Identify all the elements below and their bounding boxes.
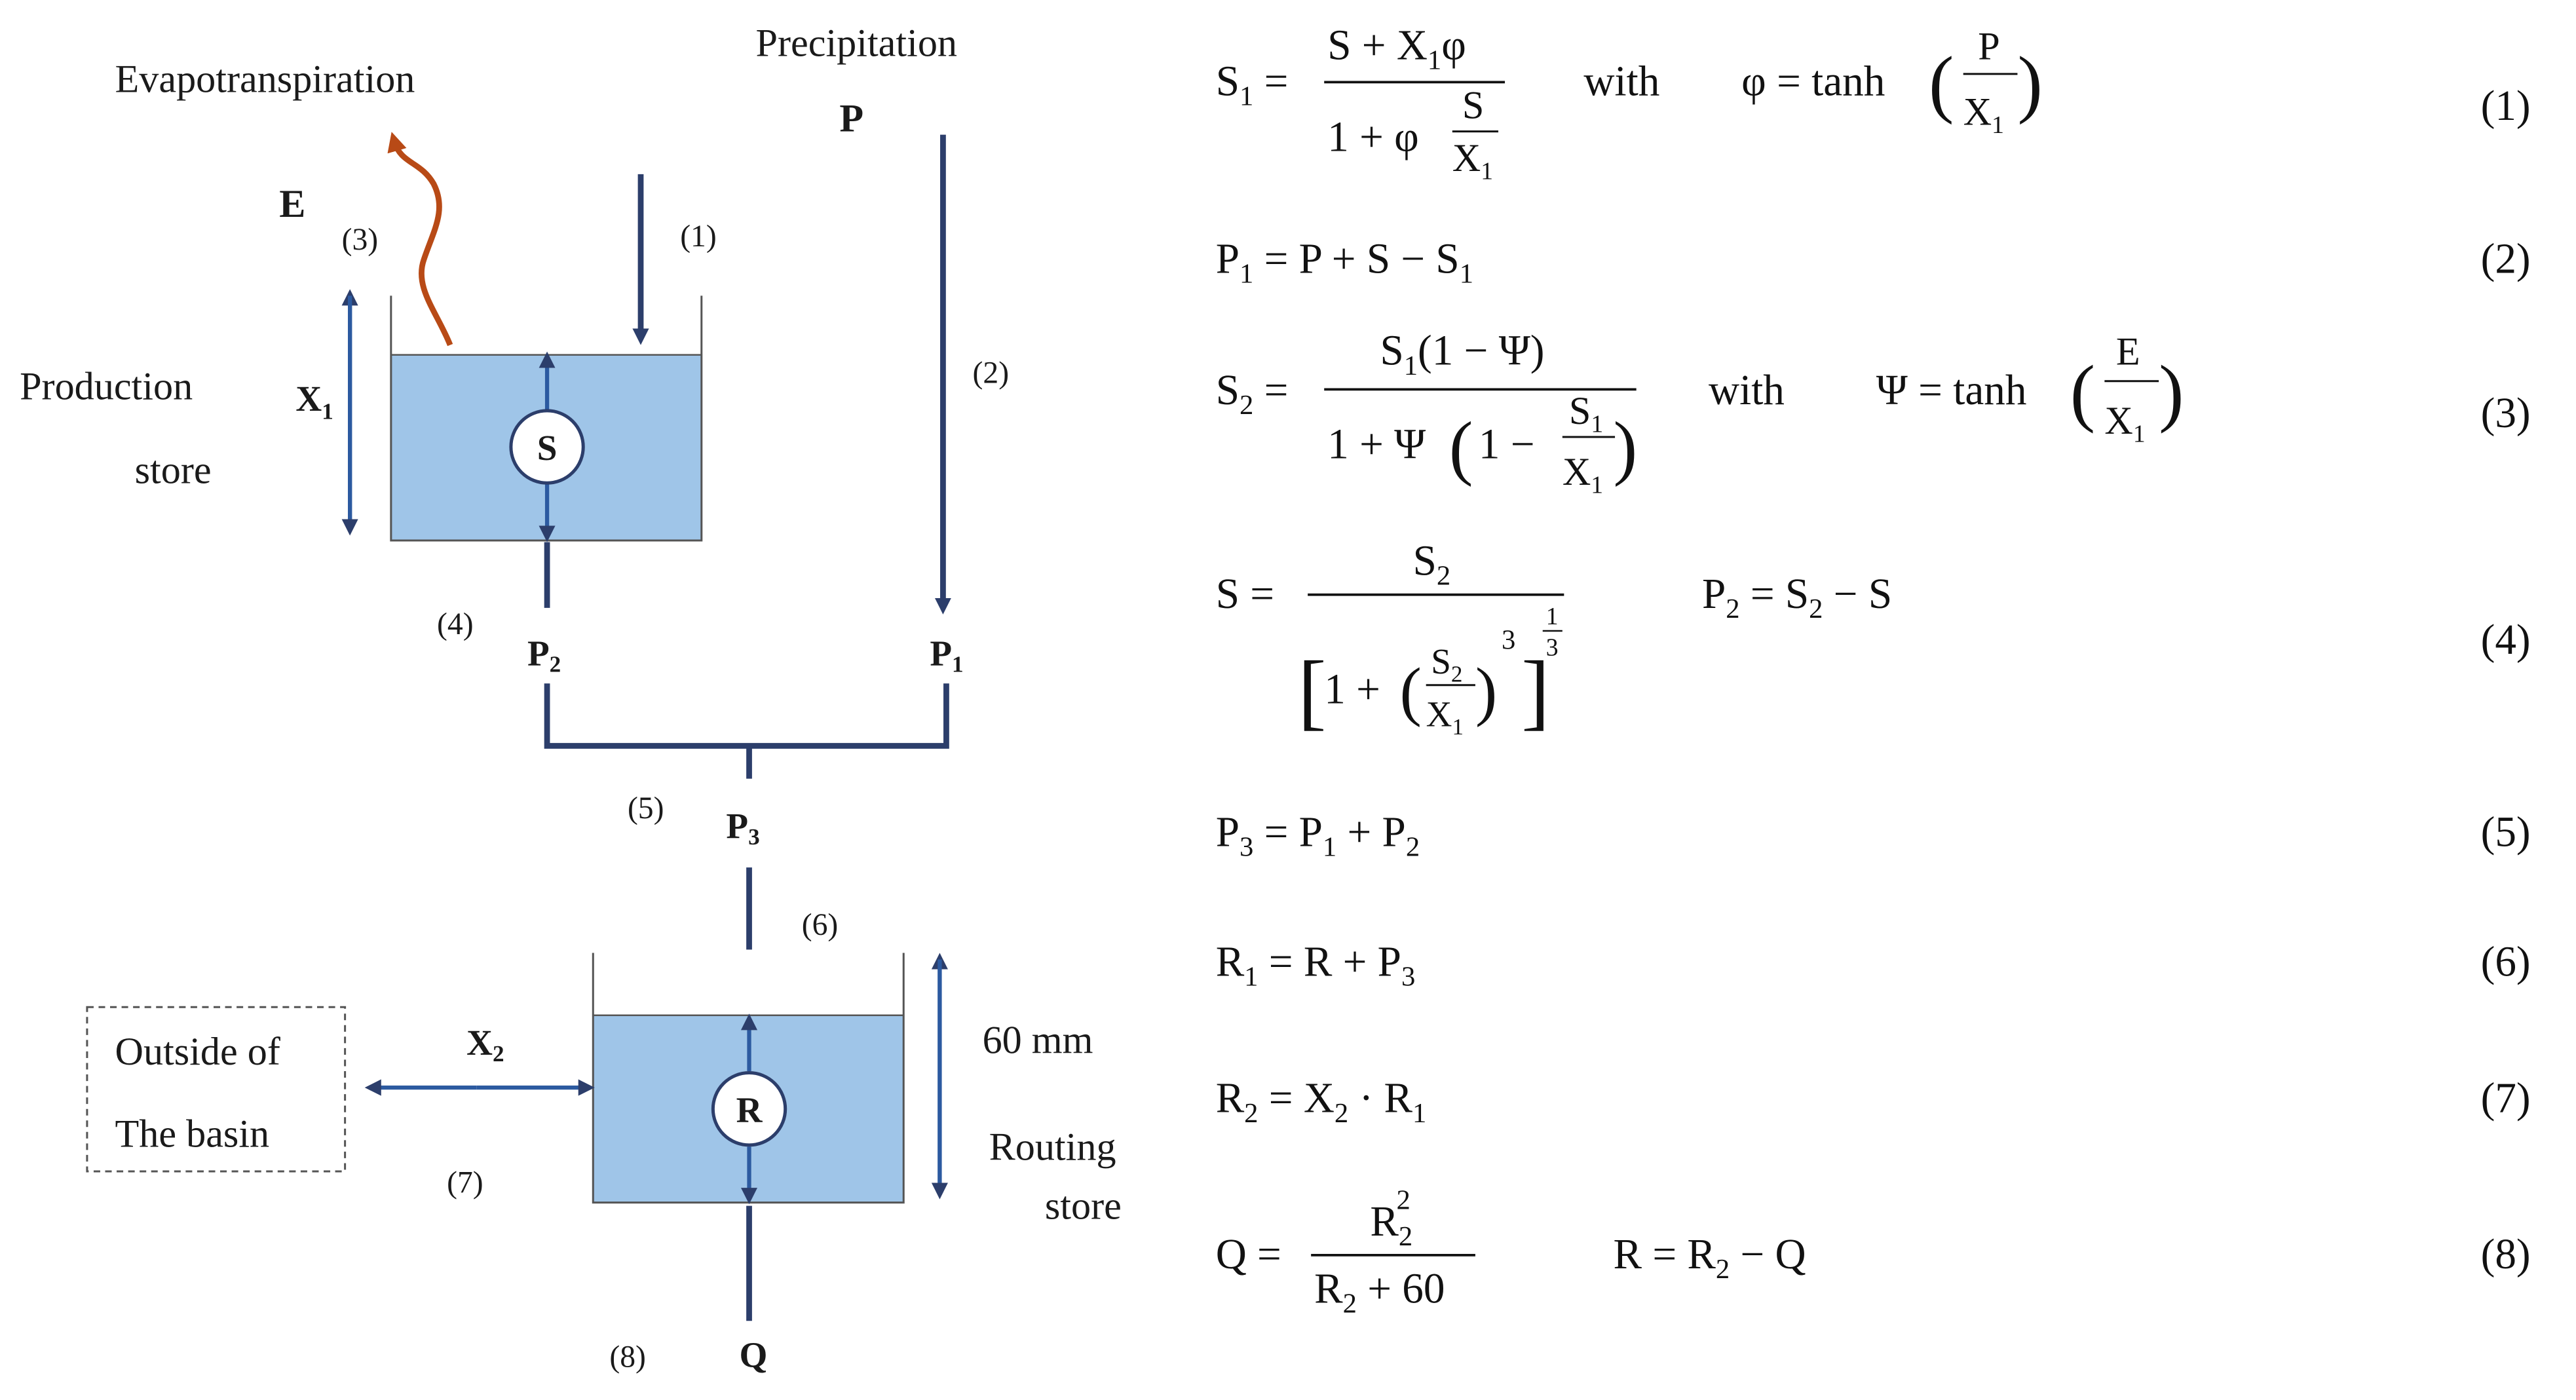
e-symbol: E: [279, 182, 305, 226]
x2-label: X2: [466, 1023, 504, 1067]
equation-number-6: (6): [2481, 939, 2531, 986]
step-label-8: (8): [609, 1340, 646, 1374]
svg-text:(: (: [1929, 41, 1954, 125]
equation-number-3: (3): [2481, 390, 2531, 437]
equation-2: P1 = P + S − S1 (2): [1216, 235, 2531, 289]
s-node-label: S: [537, 428, 558, 468]
svg-text:φ = tanh: φ = tanh: [1741, 58, 1885, 105]
evapotranspiration-arrow: [387, 132, 453, 347]
p1-label: P1: [930, 634, 963, 677]
svg-text:S + X1φ: S + X1φ: [1327, 22, 1466, 75]
routing-store-label-2: store: [1045, 1184, 1122, 1228]
svg-text:S1: S1: [1569, 389, 1603, 438]
production-store-label-1: Production: [20, 364, 193, 408]
svg-text:P: P: [1978, 24, 1999, 68]
svg-text:S2 =: S2 =: [1216, 367, 1289, 421]
equation-1: S1 = S + X1φ 1 + φ S X1 with φ = tanh ( …: [1216, 22, 2531, 185]
step-label-7: (7): [447, 1166, 483, 1200]
svg-text:(: (: [1400, 654, 1422, 727]
with-label-2: with: [1709, 367, 1785, 414]
svg-text:Q =: Q =: [1216, 1231, 1281, 1278]
equation-8: Q = R2 2 R2 + 60 R = R2 − Q (8): [1216, 1185, 2531, 1319]
step-label-1: (1): [680, 219, 717, 254]
svg-text:X1: X1: [1452, 136, 1493, 185]
svg-text:S1(1 − Ψ): S1(1 − Ψ): [1380, 328, 1544, 381]
svg-text:R2 = X2 · R1: R2 = X2 · R1: [1216, 1075, 1427, 1129]
p3-label: P3: [726, 806, 759, 850]
equation-number-1: (1): [2481, 83, 2531, 130]
equation-number-7: (7): [2481, 1075, 2531, 1122]
step-label-6: (6): [802, 908, 839, 942]
production-store-label-2: store: [135, 448, 212, 492]
junction-lines: [544, 683, 949, 749]
p-symbol: P: [839, 97, 863, 141]
svg-text:X1: X1: [1563, 450, 1603, 499]
svg-text:X1: X1: [2104, 399, 2145, 448]
svg-text:): ): [2159, 350, 2184, 434]
precipitation-label: Precipitation: [756, 21, 957, 65]
step-label-2: (2): [973, 356, 1010, 390]
svg-text:2: 2: [1397, 1185, 1411, 1216]
svg-text:P3 = P1 + P2: P3 = P1 + P2: [1216, 808, 1420, 862]
r-node: [711, 1071, 787, 1147]
svg-text:(: (: [1449, 407, 1473, 487]
step-label-4: (4): [437, 607, 474, 641]
svg-text:]: ]: [1521, 644, 1549, 738]
equation-4: S = S2 [ 1 + ( S2 X1 ) 3 ] 1 3 P2 = S2 −…: [1216, 538, 2531, 740]
equation-number-2: (2): [2481, 235, 2531, 282]
model-diagram: Evapotranspiration Precipitation E P X1 …: [20, 21, 1122, 1374]
svg-text:1 + φ: 1 + φ: [1327, 114, 1419, 161]
svg-text:1: 1: [1546, 603, 1559, 630]
r-node-label: R: [736, 1090, 763, 1130]
p2-label: P2: [527, 634, 561, 677]
q-label: Q: [739, 1334, 767, 1374]
with-label-1: with: [1583, 58, 1659, 105]
svg-text:): ): [2017, 41, 2042, 125]
svg-text:1 +: 1 +: [1324, 666, 1380, 713]
routing-store-label-1: Routing: [989, 1125, 1116, 1169]
outside-basin-box: [86, 1006, 347, 1173]
equation-7: R2 = X2 · R1 (7): [1216, 1075, 2531, 1129]
routing-capacity-label: 60 mm: [983, 1018, 1093, 1062]
svg-text:P1 = P + S − S1: P1 = P + S − S1: [1216, 235, 1473, 289]
svg-text:R = R2 − Q: R = R2 − Q: [1614, 1231, 1806, 1285]
svg-text:S =: S =: [1216, 571, 1274, 618]
equation-number-4: (4): [2481, 616, 2531, 664]
svg-text:R2 + 60: R2 + 60: [1314, 1266, 1445, 1319]
equation-number-5: (5): [2481, 808, 2531, 856]
step-label-3: (3): [342, 223, 379, 257]
equation-number-8: (8): [2481, 1231, 2531, 1278]
svg-text:Ψ = tanh: Ψ = tanh: [1876, 367, 2027, 414]
svg-text:X1: X1: [1963, 90, 2004, 140]
svg-text:1 −: 1 −: [1479, 421, 1535, 468]
svg-text:3: 3: [1502, 625, 1515, 656]
svg-text:X1: X1: [1426, 694, 1464, 740]
svg-text:S1 =: S1 =: [1216, 58, 1289, 111]
svg-text:3: 3: [1546, 634, 1559, 662]
equations: S1 = S + X1φ 1 + φ S X1 with φ = tanh ( …: [1216, 22, 2531, 1319]
svg-text:S: S: [1462, 84, 1484, 128]
svg-text:E: E: [2116, 330, 2140, 374]
evapotranspiration-label: Evapotranspiration: [115, 57, 415, 101]
svg-text:P2 = S2 − S: P2 = S2 − S: [1702, 571, 1892, 624]
x1-label: X1: [295, 379, 333, 425]
s-node: [509, 409, 585, 485]
svg-text:R1 = R + P3: R1 = R + P3: [1216, 939, 1416, 993]
svg-text:): ): [1475, 654, 1497, 727]
svg-text:S2: S2: [1431, 641, 1462, 687]
svg-text:1 + Ψ: 1 + Ψ: [1327, 421, 1426, 468]
outside-basin-label-1: Outside of: [115, 1030, 281, 1074]
step-label-5: (5): [628, 791, 664, 825]
svg-text:(: (: [2070, 350, 2095, 434]
equation-5: P3 = P1 + P2 (5): [1216, 808, 2531, 862]
svg-text:[: [: [1298, 644, 1326, 738]
outside-basin-label-2: The basin: [115, 1112, 270, 1156]
equation-3: S2 = S1(1 − Ψ) 1 + Ψ ( 1 − S1 X1 ) with …: [1216, 328, 2531, 499]
svg-text:S2: S2: [1413, 538, 1451, 592]
svg-text:): ): [1614, 407, 1638, 487]
equation-6: R1 = R + P3 (6): [1216, 939, 2531, 993]
